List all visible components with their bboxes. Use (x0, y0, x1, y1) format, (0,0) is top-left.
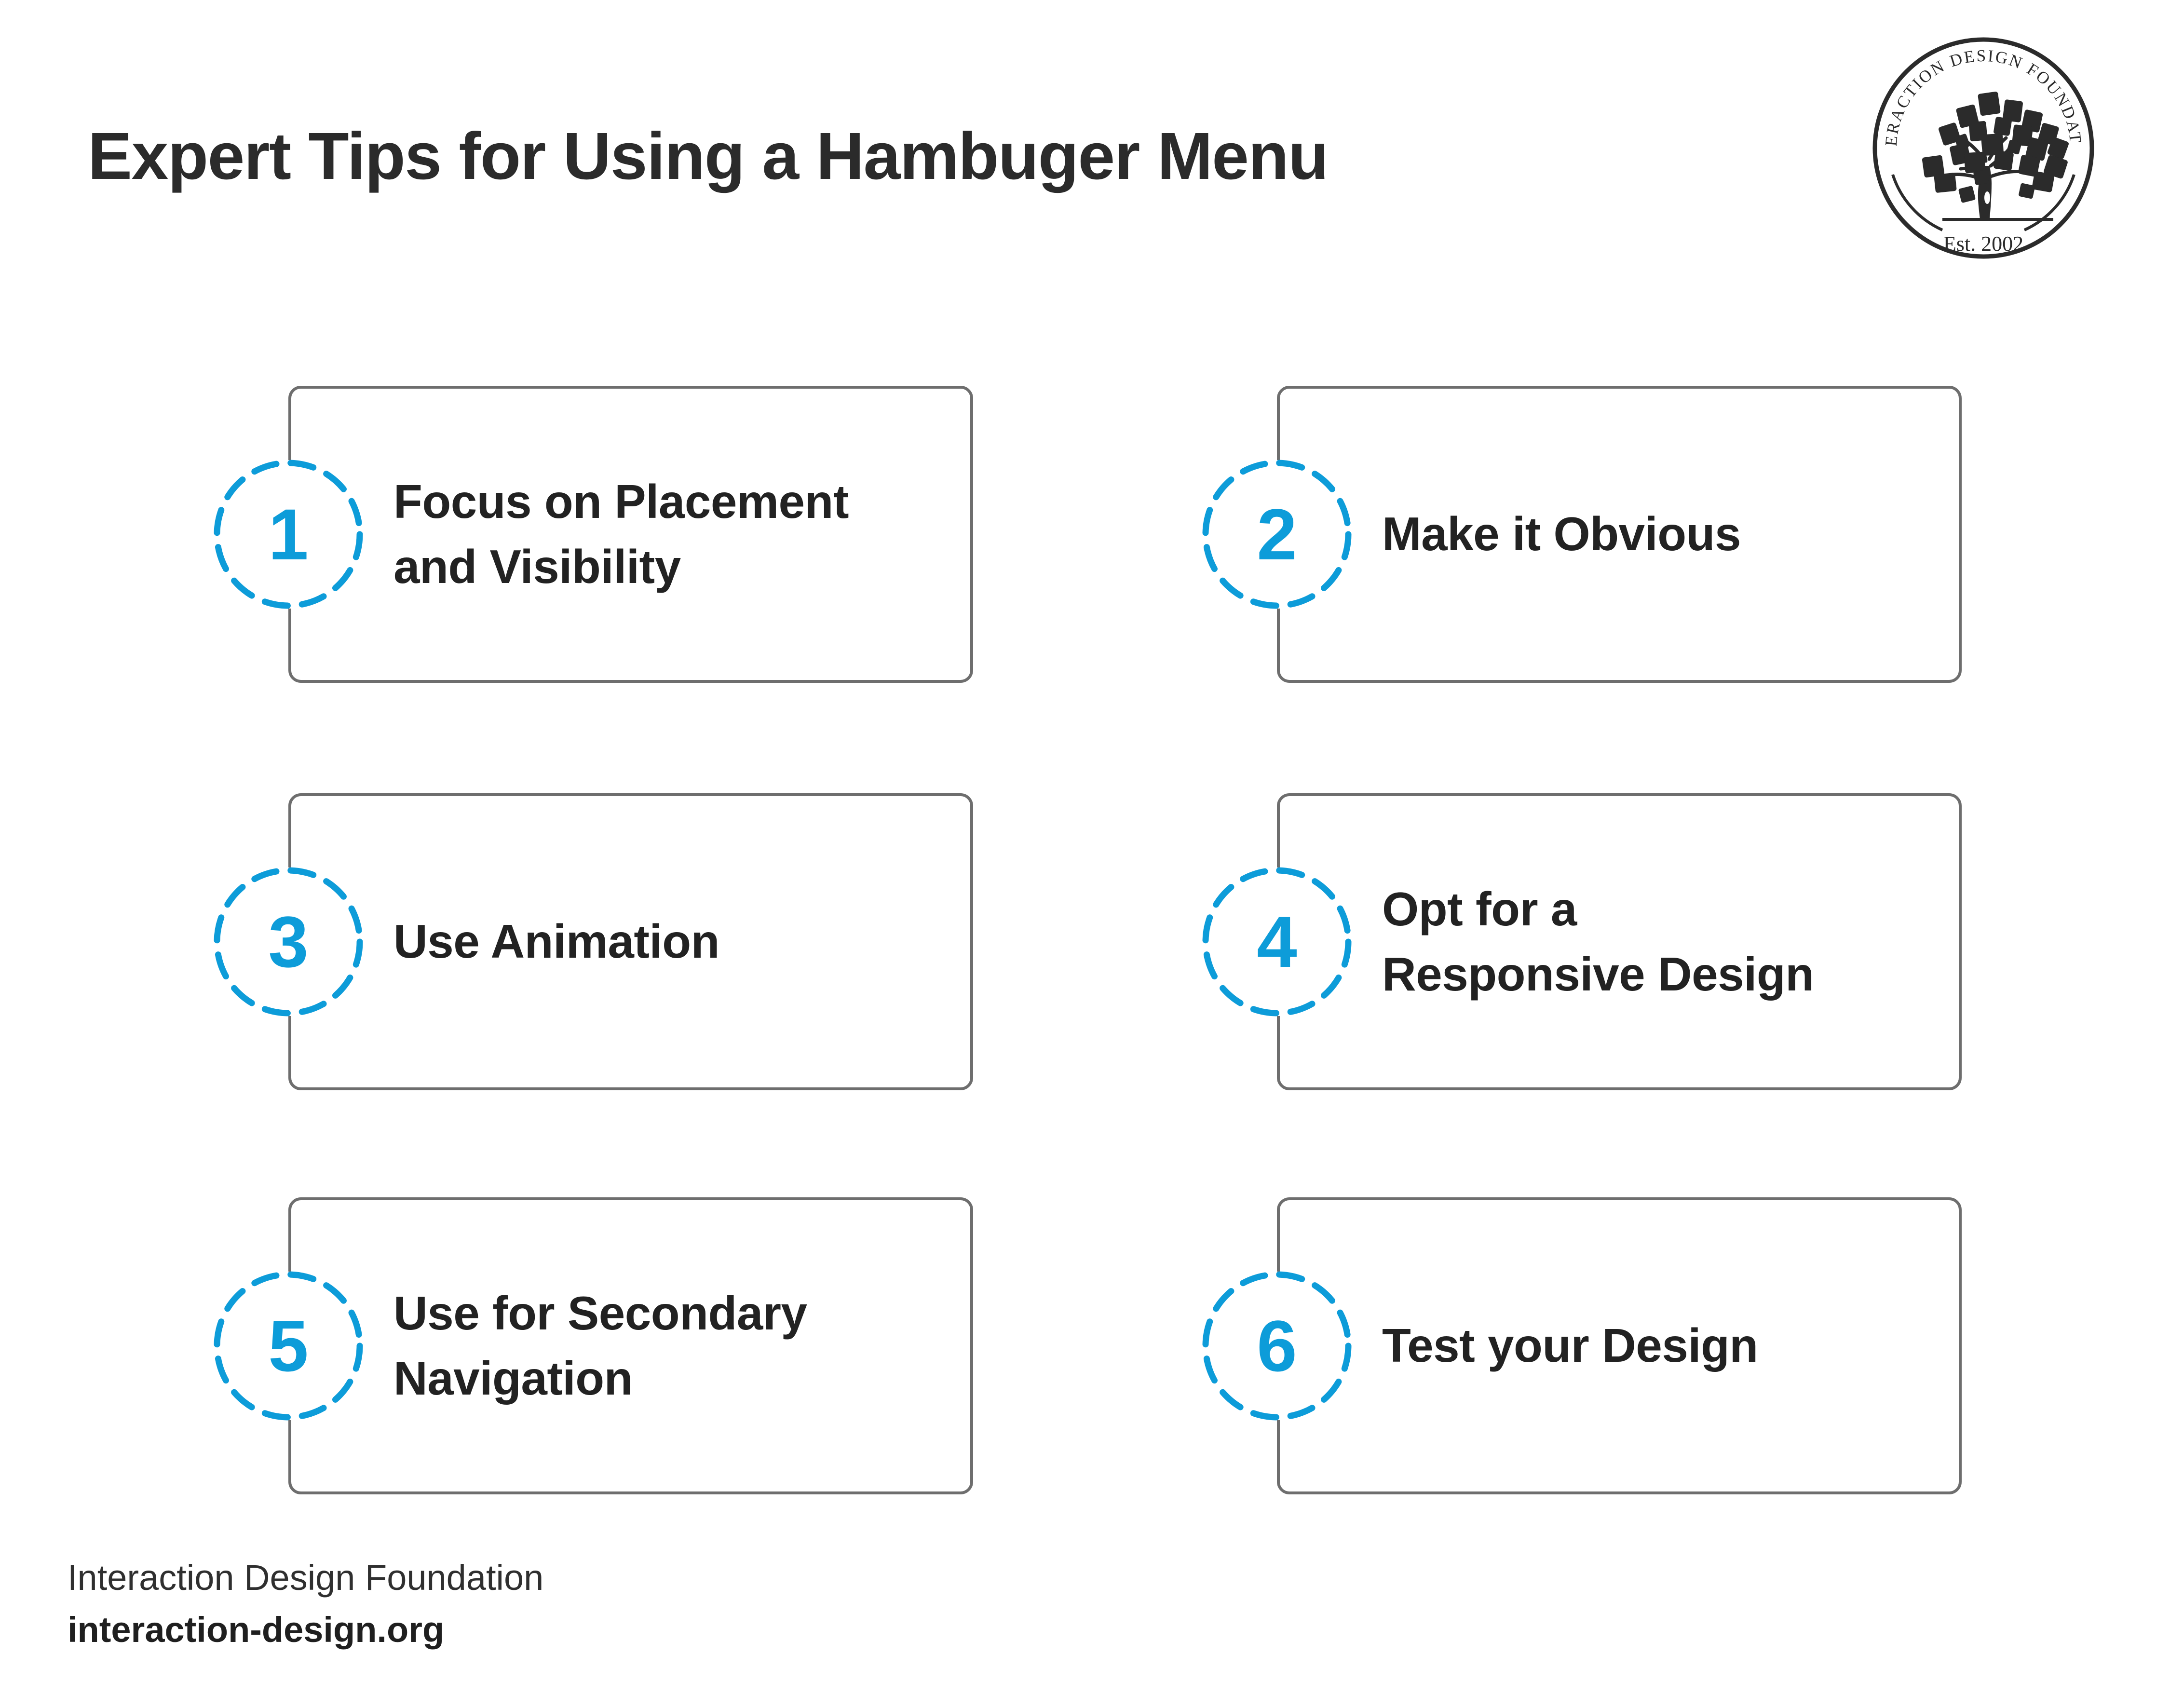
idf-logo-seal: INTERACTION DESIGN FOUNDATION (1870, 35, 2097, 261)
tip-card-1-number: 1 (268, 494, 309, 575)
tip-card-6-title: Test your Design (1382, 1197, 1941, 1494)
tip-card-4[interactable]: 4 Opt for a Responsive Design (1202, 793, 1962, 1090)
tip-card-3[interactable]: 3 Use Animation (214, 793, 973, 1090)
tip-card-4-title: Opt for a Responsive Design (1382, 793, 1941, 1090)
tip-card-1-badge: 1 (211, 457, 366, 611)
tip-card-5-title-line-2: Navigation (393, 1352, 633, 1405)
tip-card-2-badge: 2 (1200, 457, 1354, 611)
tip-card-3-title-line-1: Use Animation (393, 915, 719, 968)
tip-card-1[interactable]: 1 Focus on Placement and Visibility (214, 386, 973, 683)
tip-card-5-title: Use for Secondary Navigation (393, 1197, 953, 1494)
tip-card-1-title-line-2: and Visibility (393, 540, 681, 593)
footer: Interaction Design Foundation interactio… (68, 1552, 839, 1656)
tip-card-2[interactable]: 2 Make it Obvious (1202, 386, 1962, 683)
tip-card-1-title: Focus on Placement and Visibility (393, 386, 953, 683)
tip-card-3-badge-mask (248, 868, 330, 1016)
tip-card-5-number: 5 (268, 1305, 309, 1386)
footer-organization: Interaction Design Foundation (68, 1558, 544, 1598)
logo-established-text: Est. 2002 (1943, 232, 2023, 256)
tip-card-2-title-line-1: Make it Obvious (1382, 507, 1741, 561)
tip-card-4-badge: 4 (1200, 865, 1354, 1019)
tip-card-5-title-line-1: Use for Secondary (393, 1286, 807, 1340)
tip-card-6-badge: 6 (1200, 1269, 1354, 1423)
tip-card-5[interactable]: 5 Use for Secondary Navigation (214, 1197, 973, 1494)
page-title: Expert Tips for Using a Hambuger Menu (88, 119, 1329, 193)
tip-card-3-title: Use Animation (393, 793, 953, 1090)
tip-card-6-number: 6 (1257, 1305, 1297, 1386)
header: Expert Tips for Using a Hambuger Menu IN… (0, 0, 2170, 309)
tip-card-1-badge-mask (248, 460, 330, 609)
tip-card-3-number: 3 (268, 901, 309, 982)
tip-card-6[interactable]: 6 Test your Design (1202, 1197, 1962, 1494)
tip-card-2-number: 2 (1257, 494, 1297, 575)
tip-card-5-badge: 5 (211, 1269, 366, 1423)
tip-card-6-badge-mask (1236, 1272, 1318, 1420)
tip-card-2-badge-mask (1236, 460, 1318, 609)
tip-card-3-badge: 3 (211, 865, 366, 1019)
tip-card-4-badge-mask (1236, 868, 1318, 1016)
tip-card-2-title: Make it Obvious (1382, 386, 1941, 683)
tip-card-4-title-line-2: Responsive Design (1382, 948, 1814, 1001)
tip-card-1-title-line-1: Focus on Placement (393, 474, 849, 528)
tip-card-5-badge-mask (248, 1272, 330, 1420)
tip-card-4-number: 4 (1257, 901, 1297, 982)
tip-card-6-title-line-1: Test your Design (1382, 1319, 1758, 1372)
tip-card-4-title-line-1: Opt for a (1382, 882, 1577, 935)
footer-website-url[interactable]: interaction-design.org (68, 1610, 445, 1650)
